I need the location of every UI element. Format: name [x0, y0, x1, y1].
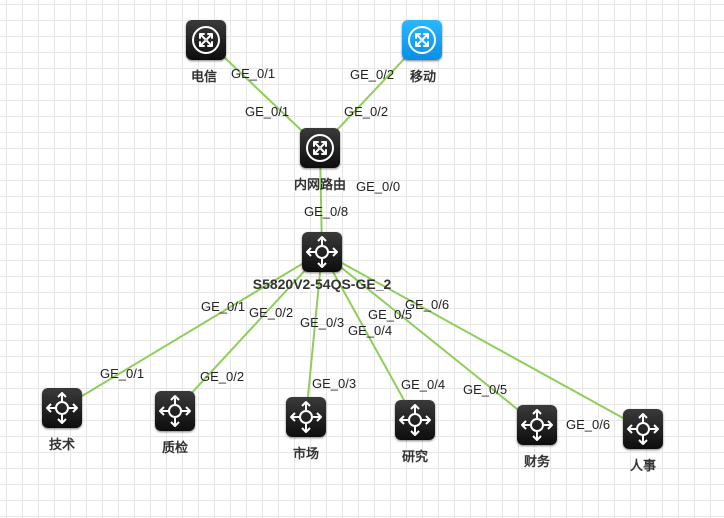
switch-core[interactable] [302, 232, 342, 272]
port-label: GE_0/3 [300, 315, 345, 330]
port-label: GE_0/4 [401, 377, 446, 392]
port-label: GE_0/1 [201, 299, 246, 314]
port-label: GE_0/2 [249, 305, 294, 320]
router-icon [192, 26, 220, 54]
switch-icon [46, 392, 78, 424]
switch-yanjiu[interactable] [395, 400, 435, 440]
switch-icon [627, 413, 659, 445]
link-core-shichang[interactable] [305, 251, 323, 418]
switch-icon [159, 395, 191, 427]
port-label: GE_0/1 [245, 104, 290, 119]
link-core-renshi[interactable] [321, 251, 644, 430]
node-label-renshi: 人事 [629, 459, 657, 474]
node-label-yidong: 移动 [409, 70, 437, 85]
router-neiwang[interactable] [300, 128, 340, 168]
switch-shichang[interactable] [286, 397, 326, 437]
switch-jishu[interactable] [42, 388, 82, 428]
node-label-jishu: 技术 [48, 438, 76, 453]
link-core-yanjiu[interactable] [321, 251, 416, 421]
node-label-core: S5820V2-54QS-GE_2 [252, 276, 392, 292]
switch-icon [399, 404, 431, 436]
node-label-yanjiu: 研究 [401, 450, 429, 465]
port-label: GE_0/8 [304, 204, 349, 219]
port-label: GE_0/6 [405, 297, 450, 312]
port-label: GE_0/2 [350, 67, 395, 82]
node-label-shichang: 市场 [292, 447, 320, 462]
link-core-jishu[interactable] [61, 251, 323, 409]
switch-caiwu[interactable] [517, 405, 557, 445]
link-core-caiwu[interactable] [321, 251, 538, 426]
port-label: GE_0/4 [348, 323, 393, 338]
node-label-caiwu: 财务 [523, 455, 551, 470]
port-label: GE_0/1 [231, 66, 276, 81]
switch-icon [521, 409, 553, 441]
node-label-zhijian: 质检 [161, 441, 189, 456]
port-label: GE_0/2 [344, 104, 389, 119]
port-label: GE_0/1 [100, 366, 145, 381]
port-label: GE_0/6 [566, 417, 611, 432]
router-icon [408, 26, 436, 54]
link-core-zhijian[interactable] [174, 251, 323, 412]
switch-icon [290, 401, 322, 433]
node-label-neiwang: 内网路由 [293, 178, 347, 193]
port-label: GE_0/5 [463, 382, 508, 397]
router-icon [306, 134, 334, 162]
port-label: GE_0/5 [368, 307, 413, 322]
port-label: GE_0/0 [356, 179, 401, 194]
router-yidong[interactable] [402, 20, 442, 60]
port-label: GE_0/2 [200, 369, 245, 384]
switch-icon [306, 236, 338, 268]
router-dianxin[interactable] [186, 20, 226, 60]
switch-zhijian[interactable] [155, 391, 195, 431]
switch-renshi[interactable] [623, 409, 663, 449]
node-label-dianxin: 电信 [190, 70, 218, 85]
port-label: GE_0/3 [312, 376, 357, 391]
